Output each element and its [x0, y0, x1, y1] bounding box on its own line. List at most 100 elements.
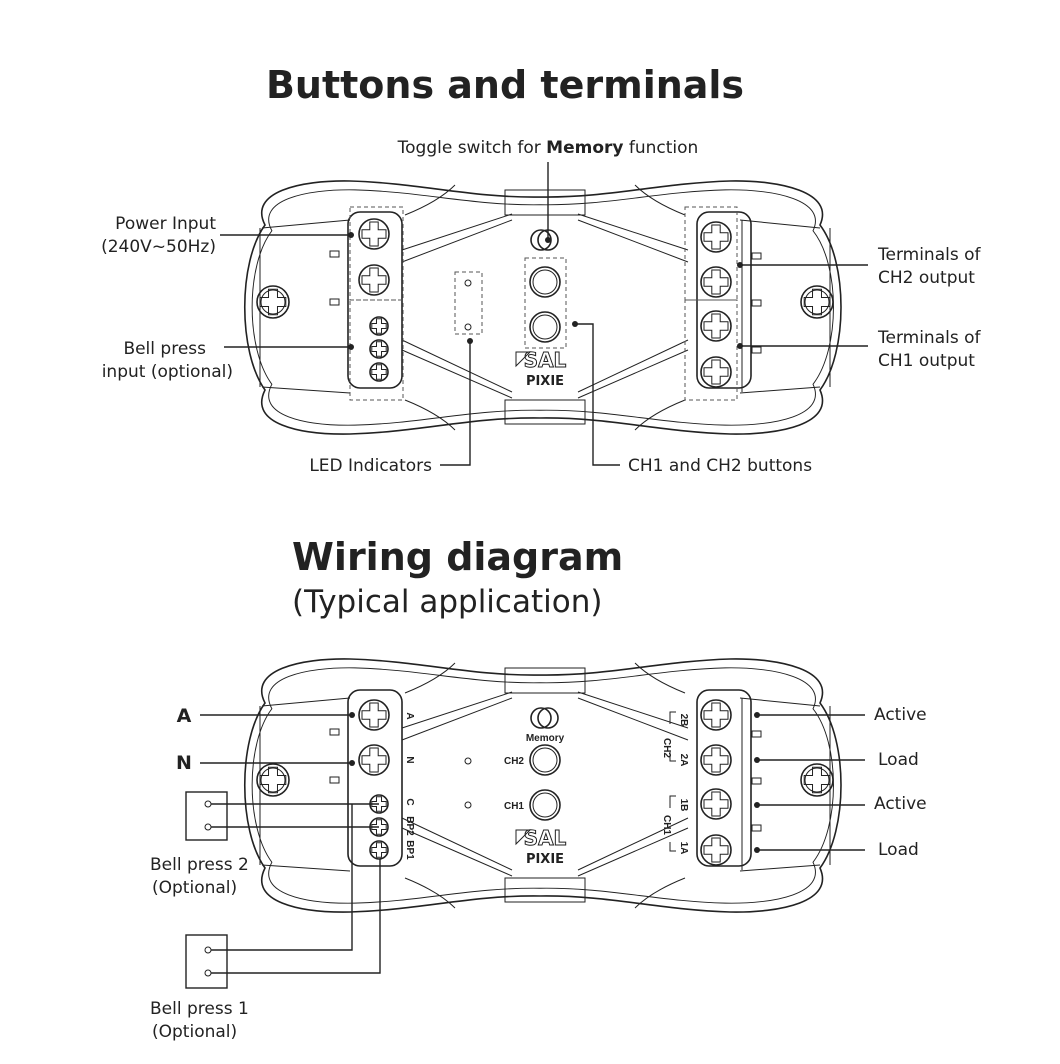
ch2-zone: [684, 206, 738, 301]
top-inset: [504, 189, 586, 216]
terminal-tab: [751, 730, 762, 738]
label-btn-ch2: CH2: [504, 756, 524, 767]
button-ring: [532, 747, 558, 773]
mounting-ring: [260, 289, 286, 315]
label-btn-ch1: CH1: [504, 801, 524, 812]
leader-led: [440, 341, 471, 466]
output-terminal-screw: [700, 744, 732, 776]
output-terminal-screw-cross: [703, 313, 729, 339]
bell2-label-2: (Optional): [152, 878, 237, 898]
output-terminal-screw-cross: [703, 269, 729, 295]
top-inset: [504, 667, 586, 694]
callout-power-1: Power Input: [115, 214, 216, 234]
bell-terminal-screw: [369, 339, 389, 359]
bell-terminal-screw: [369, 362, 389, 382]
terminal-tab: [751, 299, 762, 307]
label-1b: 1B: [678, 799, 689, 812]
output-terminal-screw: [700, 788, 732, 820]
channel-brackets: [669, 711, 676, 852]
right-label-active-1: Active: [874, 794, 927, 814]
terminal-tab: [751, 777, 762, 785]
terminal-tab: [329, 250, 340, 258]
output-terminal-screw: [700, 356, 732, 388]
output-terminal-screw: [700, 221, 732, 253]
button-ring: [532, 792, 558, 818]
terminal-tab: [751, 346, 762, 354]
callout-bell-1: Bell press: [123, 339, 206, 359]
label-ch2: CH2: [661, 738, 672, 758]
bell-terminal-screw: [369, 316, 389, 336]
terminal-tab: [751, 824, 762, 832]
label-bp2: BP2: [404, 816, 415, 836]
bell-terminal-screw-cross: [371, 318, 387, 334]
ch2-button: [529, 744, 561, 776]
bell-terminal-screw-cross: [371, 341, 387, 357]
button-ring: [532, 314, 558, 340]
brand-logo-mark: [515, 351, 532, 368]
wire-supply: [200, 714, 352, 764]
terminal-tab: [751, 252, 762, 260]
bell1-label-1: Bell press 1: [150, 999, 249, 1019]
label-n: N: [404, 756, 415, 763]
bell-terminal-screw-cross: [371, 842, 387, 858]
brand-logo-mark: [515, 829, 532, 846]
callout-ch1-1: Terminals of: [877, 328, 982, 348]
terminal-label-a: A: [177, 705, 192, 727]
power-terminal-screw: [358, 699, 390, 731]
bell1-label-2: (Optional): [152, 1022, 237, 1042]
left-terminal-block: [347, 689, 403, 867]
callout-bell-2: input (optional): [102, 362, 233, 382]
label-bp1: BP1: [404, 840, 415, 860]
mounting-screw-left-cross: [259, 288, 287, 316]
bell-terminal-screw-cross: [371, 796, 387, 812]
power-terminal-screw: [358, 264, 390, 296]
output-terminal-screw-cross: [703, 224, 729, 250]
mounting-screw-left: [256, 763, 290, 797]
label-2a: 2A: [678, 754, 689, 767]
led-indicator: [464, 801, 472, 809]
output-terminal-screw-cross: [703, 791, 729, 817]
output-terminal-screw: [700, 266, 732, 298]
right-terminal-block: [696, 689, 752, 867]
bell2-label-1: Bell press 2: [150, 855, 249, 875]
led-indicator: [464, 279, 472, 287]
power-terminal-screw-cross: [361, 267, 387, 293]
ch1-zone: [684, 299, 738, 401]
callout-buttons: CH1 and CH2 buttons: [628, 456, 812, 476]
wire-outputs: [757, 714, 865, 851]
label-memory: Memory: [526, 733, 565, 744]
terminal-label-n: N: [176, 752, 192, 774]
model-name: PIXIE: [526, 374, 564, 389]
mounting-screw-left: [256, 285, 290, 319]
callout-ch1-2: CH1 output: [878, 351, 975, 371]
device-corner-ribs: [404, 184, 686, 431]
output-terminal-screw-cross: [703, 837, 729, 863]
right-label-load-2: Load: [878, 750, 919, 770]
bell-terminal-screw-cross: [371, 364, 387, 380]
device-plate-lines: [259, 697, 831, 872]
right-label-active-2: Active: [874, 705, 927, 725]
ch1-button: [529, 311, 561, 343]
label-ch1: CH1: [661, 815, 672, 835]
callout-ch2-2: CH2 output: [878, 268, 975, 288]
bell-zone: [349, 299, 404, 401]
output-terminal-screw-cross: [703, 702, 729, 728]
power-terminal-screw: [358, 218, 390, 250]
bell-press-1: [185, 804, 381, 989]
right-label-load-1: Load: [878, 840, 919, 860]
label-1a: 1A: [678, 842, 689, 855]
label-2b: 2B: [678, 714, 689, 727]
power-terminal-screw-cross: [361, 702, 387, 728]
terminal-tab: [329, 298, 340, 306]
ch2-button: [529, 266, 561, 298]
mounting-screw-right-cross: [803, 766, 831, 794]
bottom-inset: [504, 877, 586, 903]
memory-toggle: [530, 707, 552, 729]
callout-ch2-1: Terminals of: [877, 245, 982, 265]
bell-press-2: [185, 791, 379, 841]
bell-terminal-screw-cross: [371, 819, 387, 835]
device-plate-lines: [259, 219, 831, 394]
buttons-zone: [524, 257, 567, 349]
leader-dot: [545, 237, 551, 243]
